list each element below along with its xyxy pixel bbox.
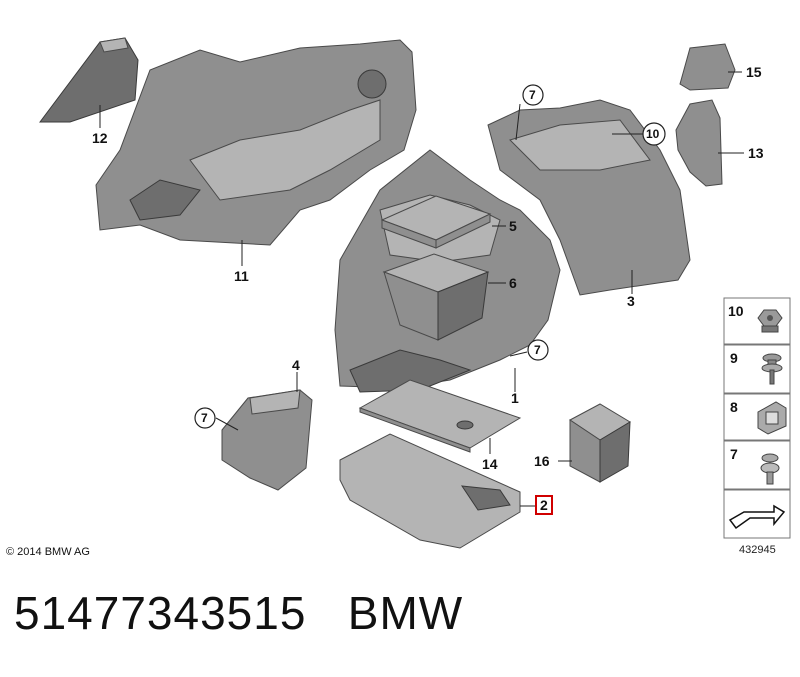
part-caption: 51477343515 BMW [14, 586, 463, 640]
spring-clip-icon [757, 401, 787, 435]
part-2-frame [339, 433, 521, 549]
screw-washer-icon [761, 353, 783, 385]
legend-label-8: 8 [730, 399, 738, 415]
leader-lines [99, 71, 744, 507]
part-number: 51477343515 [14, 587, 307, 639]
callout-13: 13 [748, 145, 764, 161]
part-13-holder [675, 99, 723, 187]
callout-3: 3 [627, 293, 635, 309]
part-15-clip [679, 43, 736, 91]
part-14-floor-panel [358, 379, 522, 453]
svg-text:7: 7 [201, 411, 208, 425]
callout-4: 4 [292, 357, 300, 373]
svg-text:7: 7 [534, 343, 541, 357]
part-6-box [382, 253, 490, 341]
svg-text:7: 7 [529, 88, 536, 102]
part-5-tray [380, 195, 492, 249]
svg-text:10: 10 [646, 127, 660, 141]
legend-label-9: 9 [730, 350, 738, 366]
legend-label-10: 10 [728, 303, 744, 319]
fastener-legend: 10 9 8 7 [723, 297, 791, 539]
circle-callout-7c: 7 [194, 407, 216, 429]
legend-label-7: 7 [730, 446, 738, 462]
arrow-icon [728, 504, 786, 530]
circle-callout-7a: 7 [522, 84, 544, 106]
part-16-cover [569, 403, 631, 483]
part-11-side-trim [95, 39, 417, 246]
diagram-number: 432945 [739, 544, 776, 556]
part-4-bracket [221, 389, 313, 491]
callout-2-highlight: 2 [535, 495, 553, 515]
part-12-wedge [39, 37, 139, 123]
callout-11: 11 [234, 268, 249, 284]
copyright-text: © 2014 BMW AG [6, 546, 90, 558]
callout-5: 5 [509, 218, 517, 234]
callout-12: 12 [92, 130, 108, 146]
brand-name: BMW [347, 587, 464, 639]
callout-2: 2 [540, 497, 548, 513]
push-rivet-icon [760, 453, 780, 485]
nut-clip-icon [757, 309, 783, 333]
circle-callout-10: 10 [642, 122, 666, 146]
legend-cell-7 [723, 440, 791, 490]
callout-1: 1 [511, 390, 519, 406]
callout-6: 6 [509, 275, 517, 291]
part-3-side-trim [487, 99, 691, 296]
callout-14: 14 [482, 456, 498, 472]
callout-15: 15 [746, 64, 762, 80]
callout-16: 16 [534, 453, 550, 469]
circle-callout-7b: 7 [527, 339, 549, 361]
